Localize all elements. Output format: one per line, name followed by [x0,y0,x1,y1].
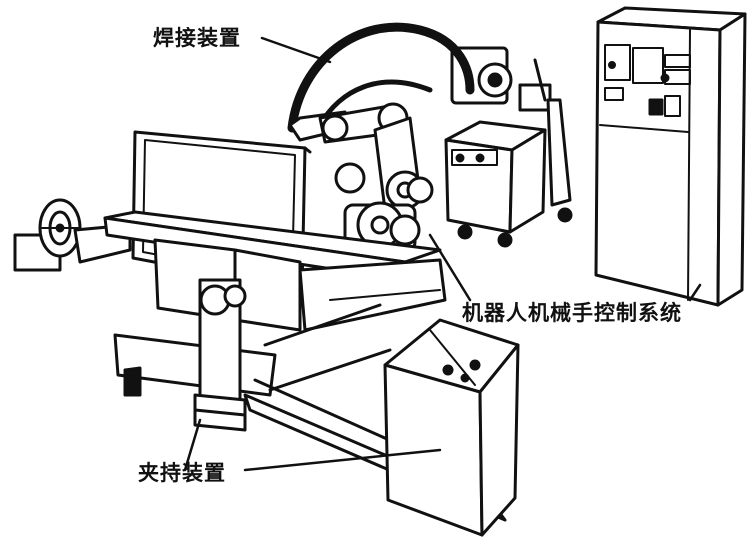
label-clamping-device: 夹持装置 [138,461,226,485]
clamping-carriage [113,278,392,432]
label-welding-device: 焊接装置 [153,26,241,50]
positioner [13,198,132,272]
control-cabinet [594,6,747,307]
leader-lines [183,36,702,472]
welding-power-cart [444,46,573,248]
operator-console [383,318,520,537]
robot-arm [288,102,434,252]
label-robot-control-system: 机器人机械手控制系统 [462,301,682,325]
